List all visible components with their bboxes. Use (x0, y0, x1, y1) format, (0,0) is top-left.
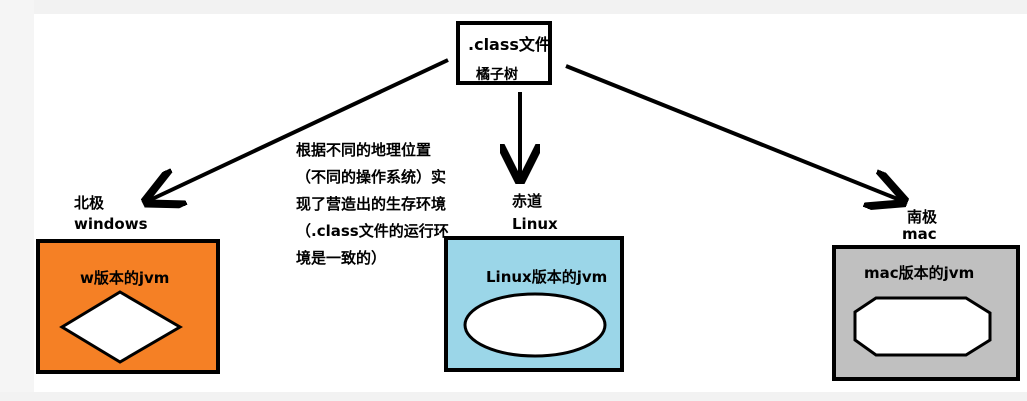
background-left-margin (0, 0, 34, 401)
arrow-to-mac (565, 64, 900, 200)
jvm-label-linux: Linux版本的jvm (486, 268, 608, 286)
note-line: 根据不同的地理位置 (296, 141, 432, 159)
explanation-note: 根据不同的地理位置 （不同的操作系统）实 现了营造出的生存环境 （.class文… (296, 137, 466, 272)
background-bottom-strip (0, 392, 1027, 401)
jvm-label-windows: w版本的jvm (80, 269, 170, 287)
note-line: （.class文件的运行环 (296, 222, 449, 240)
class-file-node (456, 21, 552, 85)
os-label-windows: windows (74, 215, 148, 233)
note-line: （不同的操作系统）实 (296, 168, 447, 186)
region-label-equator: 赤道 (512, 192, 543, 210)
class-file-author: 橘子树 (476, 67, 518, 83)
background-strip (0, 0, 1027, 14)
region-label-south: 南极 (907, 208, 938, 226)
note-line: 现了营造出的生存环境 (296, 195, 447, 213)
region-label-north: 北极 (74, 194, 105, 212)
note-line: 境是一致的） (296, 249, 387, 267)
os-label-mac: mac (902, 225, 937, 243)
class-file-title: .class文件 (468, 35, 551, 54)
os-label-linux: Linux (512, 215, 558, 233)
jvm-label-mac: mac版本的jvm (864, 264, 975, 282)
arrow-to-windows (150, 58, 449, 200)
